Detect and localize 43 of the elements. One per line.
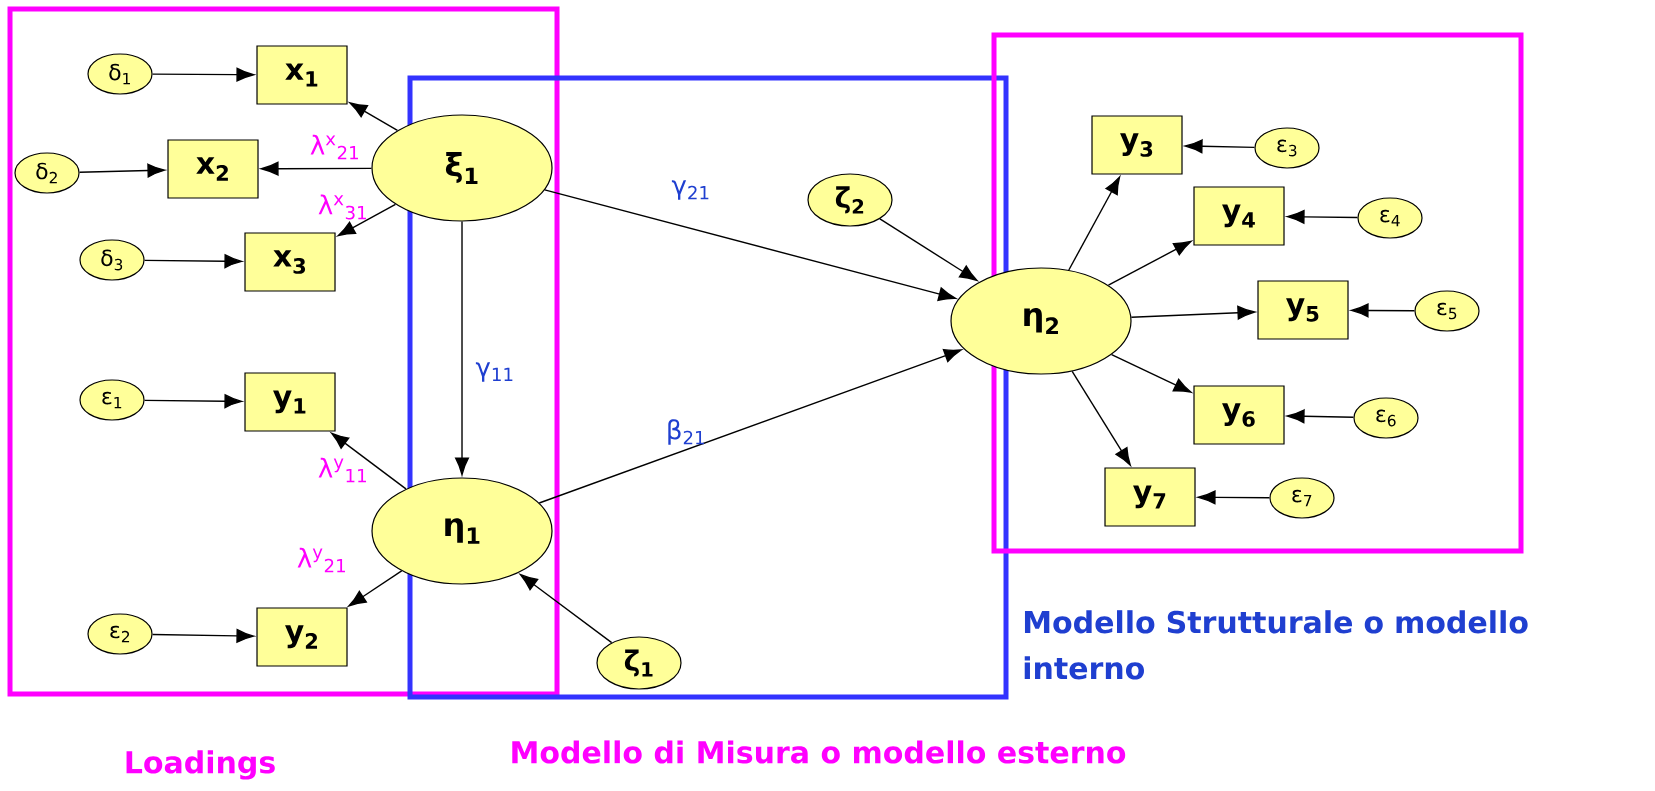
arrow [544, 189, 957, 301]
arrow [151, 67, 255, 82]
arrow [337, 203, 397, 237]
arrow [1107, 240, 1192, 286]
caption: Modello Strutturale o modello interno [1024, 610, 1528, 680]
indicator-box: x$_{3}$ [244, 232, 336, 292]
indicator-box: y$_{4}$ [1193, 186, 1285, 246]
arrow [1197, 490, 1271, 505]
arrow [151, 628, 255, 643]
edge-label: λ$^{x}$21 [310, 134, 358, 160]
indicator-box: x$_{1}$ [256, 45, 348, 105]
edge-label: λ$^{y}$21 [297, 547, 345, 573]
arrow [349, 102, 399, 132]
arrow [1068, 176, 1121, 271]
arrow [260, 161, 373, 176]
indicator-box: x$_{2}$ [167, 139, 259, 199]
arrow [1110, 353, 1192, 393]
arrow [1184, 139, 1256, 154]
arrow [1350, 303, 1416, 318]
indicator-box: y$_{2}$ [256, 607, 348, 667]
caption: Modello di Misura o modello esterno [512, 740, 1126, 764]
arrow [879, 218, 978, 281]
edge-label: λ$^{y}$11 [318, 457, 366, 483]
arrow [143, 394, 243, 409]
arrow [1071, 370, 1131, 466]
edge-label: λ$^{x}$31 [318, 194, 366, 220]
indicator-box: y$_{3}$ [1091, 115, 1183, 175]
arrow [455, 220, 469, 476]
indicator-box: y$_{6}$ [1193, 385, 1285, 445]
edge-label: β$_{21}$ [668, 419, 704, 445]
caption: Loadings [126, 750, 275, 780]
arrow [78, 163, 166, 178]
arrow [519, 574, 613, 644]
indicator-box: y$_{1}$ [244, 372, 336, 432]
arrow [348, 570, 403, 607]
edge-label: γ$_{11}$ [475, 362, 513, 382]
arrow [1286, 409, 1355, 424]
arrow [1130, 305, 1256, 320]
indicator-box: y$_{5}$ [1257, 280, 1349, 340]
arrow [143, 254, 243, 269]
arrow [1286, 209, 1359, 224]
edge-label: γ$_{21}$ [671, 180, 709, 200]
indicator-box: y$_{7}$ [1104, 467, 1196, 527]
